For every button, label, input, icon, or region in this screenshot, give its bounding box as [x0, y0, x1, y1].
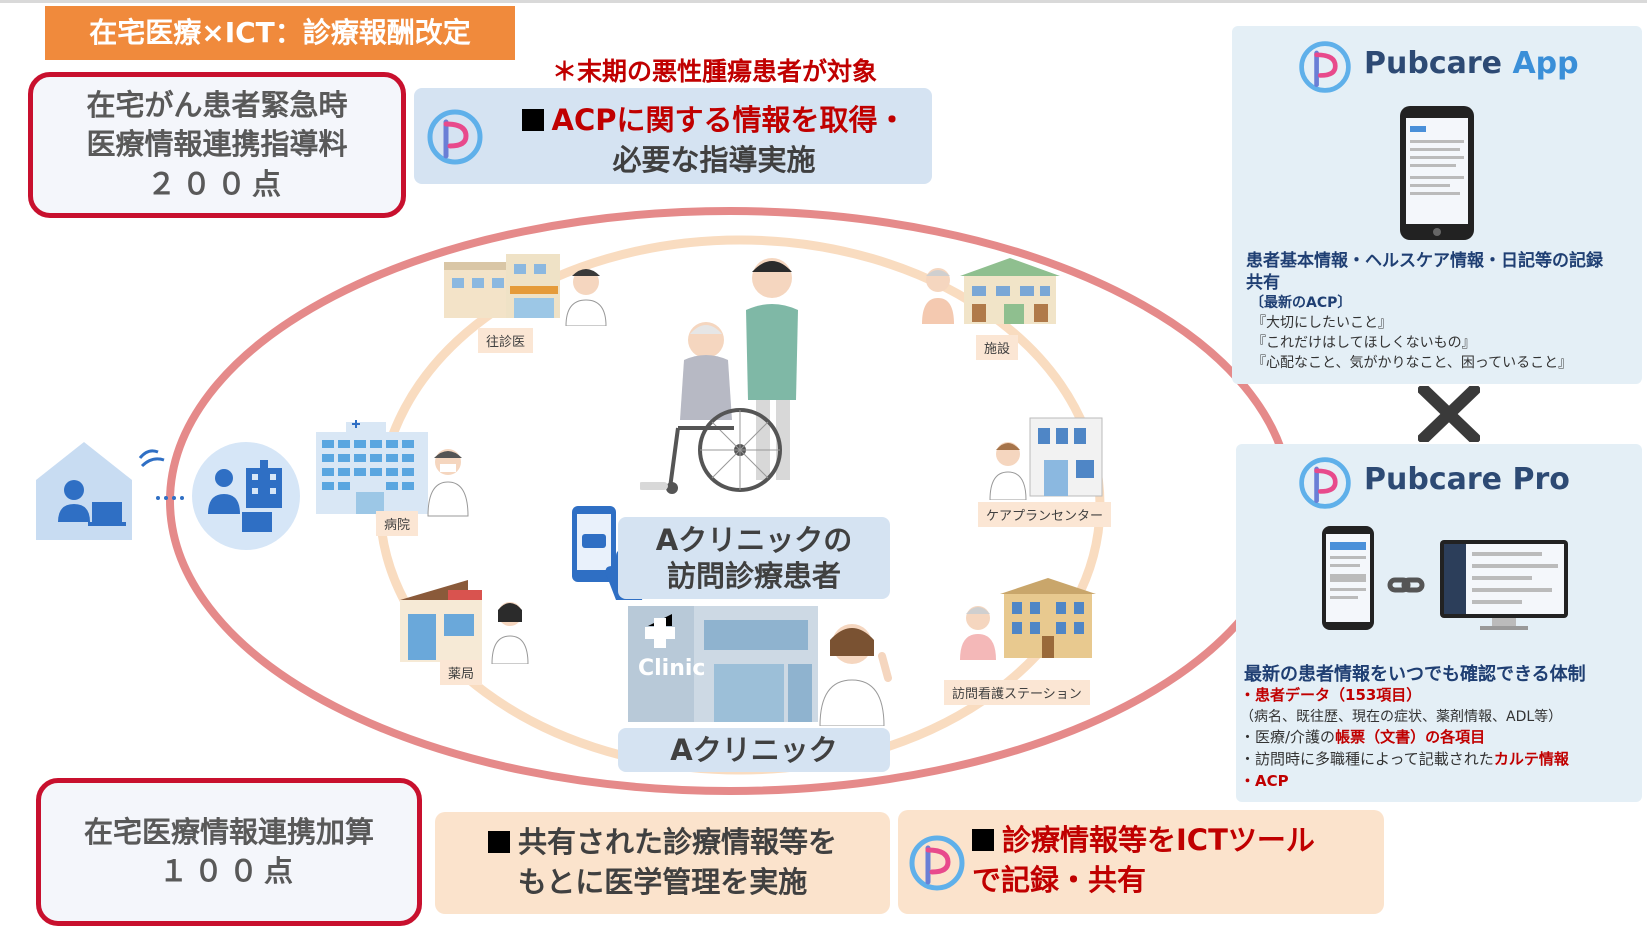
fee-line-1: 在宅がん患者緊急時 — [86, 88, 348, 123]
brand-main: Pubcare — [1364, 46, 1502, 81]
clinic-patient-box — [618, 517, 890, 599]
visiting-nurse-station-icon — [960, 578, 1096, 660]
acp-line-2: 必要な指導実施 — [612, 143, 816, 177]
addition-points: １００点 — [158, 854, 299, 888]
acp-info-text: ACPに関する情報を取得・ 必要な指導実施 — [494, 100, 934, 180]
ict-record-share-text: 診療情報等をICTツール で記録・共有 — [972, 820, 1382, 900]
medical-management-text: 共有された診療情報等を もとに医学管理を実施 — [440, 822, 885, 902]
home-visit-doctor-icon — [444, 254, 607, 326]
doctor-hospital-icon — [192, 442, 300, 550]
pubcare-pro-brand: Pubcare Pro — [1364, 462, 1570, 497]
app-heading-2: 共有 — [1246, 273, 1280, 293]
ict-line-1: 診療情報等をICTツール — [1002, 823, 1315, 857]
mgmt-line-1: 共有された診療情報等を — [517, 825, 837, 859]
cross-icon — [1418, 386, 1480, 442]
clinic-patient-text: Aクリニックの 訪問診療患者 — [618, 522, 890, 594]
bullet-square-icon — [521, 109, 544, 131]
home-remote-icon — [36, 442, 184, 540]
app-acp-item-1: 『大切にしたいこと』 — [1252, 315, 1392, 331]
pro-item-3: ・訪問時に多職種によって記載されたカルテ情報 — [1240, 748, 1569, 769]
pro-heading: 最新の患者情報をいつでも確認できる体制 — [1244, 664, 1586, 685]
care-plan-center-icon — [989, 417, 1103, 500]
emergency-guidance-fee-box: 在宅がん患者緊急時 医療情報連携指導料 ２００点 — [28, 72, 406, 218]
facility-label-shisetsu: 施設 — [976, 335, 1019, 360]
info-linkage-addition-box: 在宅医療情報連携加算 １００点 — [36, 778, 422, 926]
brand-main: Pubcare — [1364, 462, 1502, 497]
fee-points: ２００点 — [146, 166, 287, 201]
pubcare-pro-panel — [1236, 444, 1642, 802]
pro-item-1-detail: （病名、既往歴、現在の症状、薬剤情報、ADL等） — [1240, 709, 1563, 725]
facility-label-careplan: ケアプランセンター — [978, 502, 1112, 527]
pro-item-2: ・医療/介護の帳票（文書）の各項目 — [1240, 726, 1485, 747]
pro-item-4: ・ACP — [1240, 772, 1289, 790]
pro-item-1: ・患者データ（153項目） — [1240, 686, 1422, 704]
top-rule — [0, 0, 1647, 3]
page-title: 在宅医療×ICT：診療報酬改定 — [45, 6, 515, 60]
wheelchair-patient-illustration — [640, 258, 798, 494]
app-heading: 患者基本情報・ヘルスケア情報・日記等の記録 — [1246, 251, 1603, 271]
facility-label-oushin: 往診医 — [478, 328, 534, 353]
facility-label-yakkyoku: 薬局 — [440, 660, 483, 685]
pharmacy-icon — [400, 580, 529, 664]
app-acp-item-2: 『これだけはしてほしくないもの』 — [1252, 335, 1476, 351]
bullet-square-icon — [487, 831, 510, 853]
clinic-label-box — [618, 728, 890, 772]
clinic-building-illustration — [628, 606, 892, 726]
ict-line-2: で記録・共有 — [972, 863, 1147, 897]
pubcare-logo-icon — [427, 109, 483, 165]
pubcare-logo-icon — [909, 835, 965, 891]
mgmt-line-2: もとに医学管理を実施 — [517, 865, 808, 899]
bullet-square-icon — [972, 829, 994, 851]
app-acp-item-3: 『心配なこと、気がかりなこと、困っていること』 — [1252, 355, 1573, 371]
addition-line-1: 在宅医療情報連携加算 — [83, 814, 374, 849]
clinic-label: Aクリニック — [670, 733, 838, 767]
clinic-sign: Clinic — [638, 656, 706, 681]
medical-management-box — [435, 812, 890, 914]
pro-item-3-red: カルテ情報 — [1493, 750, 1569, 768]
hospital-icon — [316, 420, 469, 517]
acp-info-box — [414, 88, 932, 184]
pubcare-pro-logo-icon — [1299, 457, 1351, 509]
care-facility-icon — [922, 258, 1060, 324]
acp-line-1: ACPに関する情報を取得・ — [551, 103, 907, 137]
clinic-patient-line-2: 訪問診療患者 — [666, 559, 841, 593]
facility-label-byoin: 病院 — [376, 511, 419, 536]
pro-item-2-pre: ・医療/介護の — [1240, 728, 1336, 746]
brand-sub: App — [1512, 46, 1579, 81]
pubcare-app-brand: Pubcare App — [1364, 46, 1579, 81]
brand-sub: Pro — [1512, 462, 1570, 497]
facility-label-houmon: 訪問看護ステーション — [944, 680, 1090, 705]
clinic-patient-line-1: Aクリニックの — [655, 523, 853, 557]
pro-item-3-pre: ・訪問時に多職種によって記載された — [1240, 750, 1494, 768]
smartphone-app-icon — [1400, 106, 1474, 240]
pubcare-app-logo-icon — [1299, 41, 1351, 93]
pro-devices-icon — [1322, 526, 1568, 630]
app-acp-title: 〔最新のACP〕 — [1250, 295, 1352, 311]
target-note: ＊末期の悪性腫瘍患者が対象 — [552, 57, 878, 86]
pro-item-2-red: 帳票（文書）の各項目 — [1335, 728, 1486, 746]
fee-line-2: 医療情報連携指導料 — [86, 127, 348, 162]
ict-record-share-box — [898, 810, 1384, 914]
